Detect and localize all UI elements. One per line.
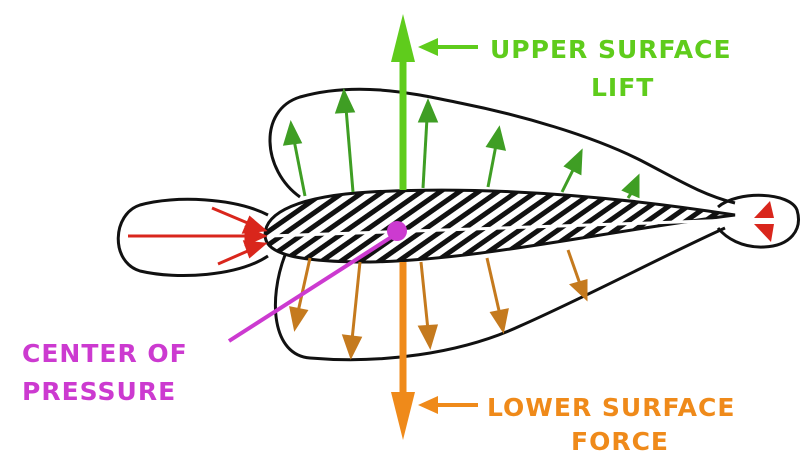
upper-arrow-1 [292,139,307,197]
lower-arrowhead-2 [341,334,363,360]
trailing-edge-arrows [754,201,774,242]
lower-arrowhead-4 [489,308,509,334]
center-of-pressure-label-line2: PRESSURE [22,377,176,406]
leading-arrow-top [211,206,251,226]
lower-arrow-1 [296,257,312,313]
leading-arrow-bottom [217,248,251,266]
trailing-arrowhead-bottom [754,224,774,242]
upper-surface-lift-arrow [391,14,415,190]
leading-arrowhead-bottom [242,240,268,259]
lower-arrowhead-5 [569,279,588,302]
upper-arrow-4 [486,144,498,188]
upper-label-pointer [418,38,478,56]
leading-edge-pressure-envelope [116,197,269,278]
upper-arrow-3 [421,117,429,189]
upper-arrowhead-4 [485,125,507,151]
lower-surface-force-label-line2: FORCE [571,427,669,454]
lower-pressure-envelope [273,226,726,362]
lower-arrowhead-3 [417,324,439,350]
upper-arrowhead-2 [334,88,356,114]
upper-surface-lift-label-line2: LIFT [591,73,654,102]
center-of-pressure-label-line1: CENTER OF [22,339,188,368]
upper-arrowhead-1 [282,119,303,146]
upper-surface-lift-label-line1: UPPER SURFACE [490,35,732,64]
lower-surface-arrows [289,249,588,360]
leading-arrowhead-middle [244,225,268,247]
trailing-arrowhead-top [754,201,774,218]
lower-arrow-4 [485,257,502,316]
chord-line [269,218,736,238]
lower-arrowhead-1 [289,306,309,332]
lower-arrow-3 [419,261,430,331]
center-of-pressure-pointer [227,234,395,343]
upper-arrow-5 [560,167,576,193]
lower-label-pointer [418,396,478,414]
lower-surface-force-arrow [391,262,415,440]
lower-surface-force-label-line1: LOWER SURFACE [487,393,735,422]
upper-arrowhead-6 [621,173,640,199]
lower-arrow-5 [566,249,582,285]
leading-edge-arrows [128,206,268,266]
airfoil-section [263,188,736,264]
upper-arrow-2 [344,107,355,193]
upper-surface-arrows [282,88,640,199]
trailing-edge-pressure-envelope [716,193,800,249]
upper-arrowhead-3 [417,98,439,123]
center-of-pressure-dot [387,221,407,241]
upper-arrowhead-5 [563,148,583,176]
upper-pressure-envelope [268,87,736,205]
lower-arrow-2 [350,261,362,341]
